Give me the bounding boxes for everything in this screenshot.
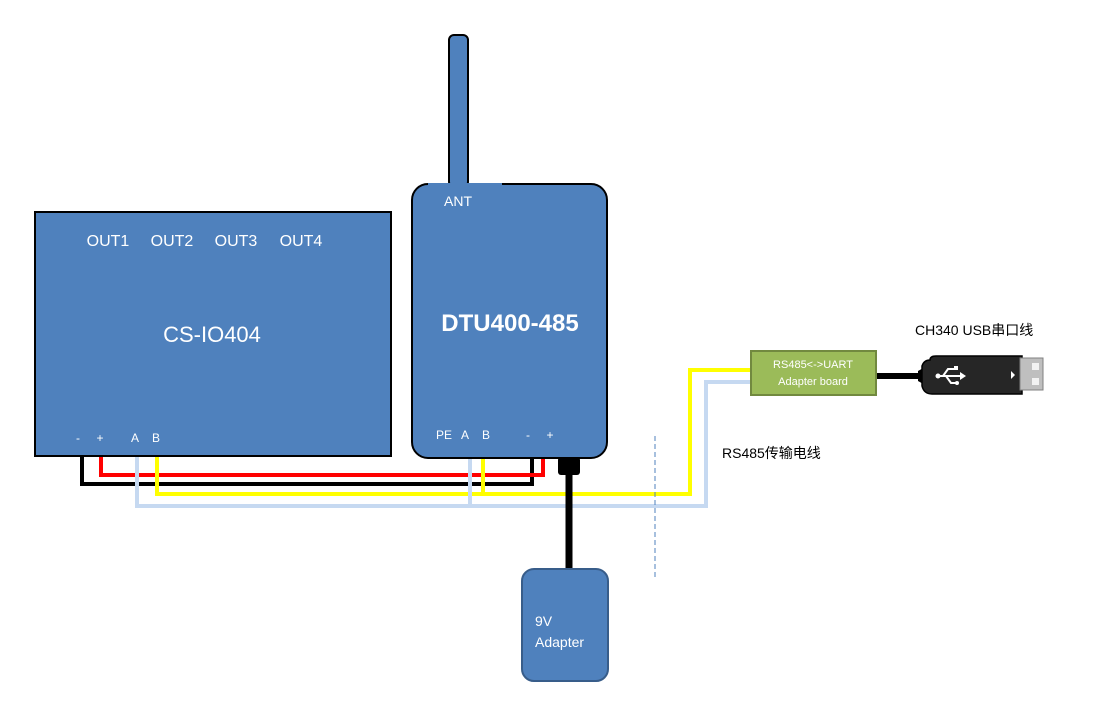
- dtu-terminal-label: PE: [436, 428, 452, 442]
- dtu-antenna: [448, 34, 469, 188]
- io404-output-label: OUT2: [151, 233, 194, 250]
- usb-connector-pin: [1032, 378, 1039, 385]
- wire-lightblue-b: [135, 380, 750, 508]
- adapter-board-line2: Adapter board: [778, 376, 848, 388]
- io404-title: CS-IO404: [163, 322, 261, 347]
- dtu-terminal-label: B: [482, 428, 490, 442]
- io404-output-label: OUT1: [87, 233, 130, 250]
- rs485-cable-label: RS485传输电线: [722, 445, 821, 461]
- wires: [80, 368, 930, 570]
- io404-output-label: OUT4: [280, 233, 323, 250]
- usb-plug-body: [921, 355, 1023, 395]
- wire-yellow-a: [155, 368, 750, 496]
- power-adapter-label: Adapter: [535, 634, 584, 650]
- wire-black-negative: [80, 456, 534, 486]
- dtu-terminal-label: +: [546, 428, 553, 442]
- io404-body: [34, 211, 392, 457]
- adapter-board: RS485<->UART Adapter board: [750, 350, 877, 396]
- usb-cable-label: CH340 USB串口线: [915, 322, 1033, 338]
- usb-icon: [935, 366, 966, 385]
- dc-jack: [558, 457, 580, 475]
- power-adapter-body: [521, 568, 609, 682]
- usb-connector: [1019, 357, 1044, 391]
- usb-plug: [918, 355, 1044, 395]
- wire-red-positive: [99, 456, 545, 477]
- dtu-body: [411, 183, 608, 459]
- dtu-antenna-label: ANT: [444, 193, 472, 209]
- io404-terminal-label: +: [96, 431, 103, 445]
- io404-terminal-label: B: [152, 431, 160, 445]
- dtu-device: ANT DTU400-485 PE A B - +: [411, 34, 608, 475]
- dtu-terminal-label: -: [526, 428, 530, 442]
- io404-output-label: OUT3: [215, 233, 258, 250]
- io404-terminal-label: -: [76, 431, 80, 445]
- power-adapter-voltage: 9V: [535, 613, 553, 629]
- usb-connector-pin: [1032, 363, 1039, 370]
- adapter-board-body: [750, 350, 877, 396]
- io404-device: OUT1 OUT2 OUT3 OUT4 CS-IO404 - + A B: [34, 211, 392, 457]
- usb-arrow-icon: [1011, 371, 1015, 379]
- io404-terminal-label: A: [131, 431, 139, 445]
- dtu-terminal-label: A: [461, 428, 469, 442]
- dtu-title: DTU400-485: [441, 310, 578, 337]
- dtu-antenna-joint: [428, 183, 502, 187]
- adapter-board-line1: RS485<->UART: [773, 359, 853, 371]
- power-adapter: 9V Adapter: [521, 568, 609, 682]
